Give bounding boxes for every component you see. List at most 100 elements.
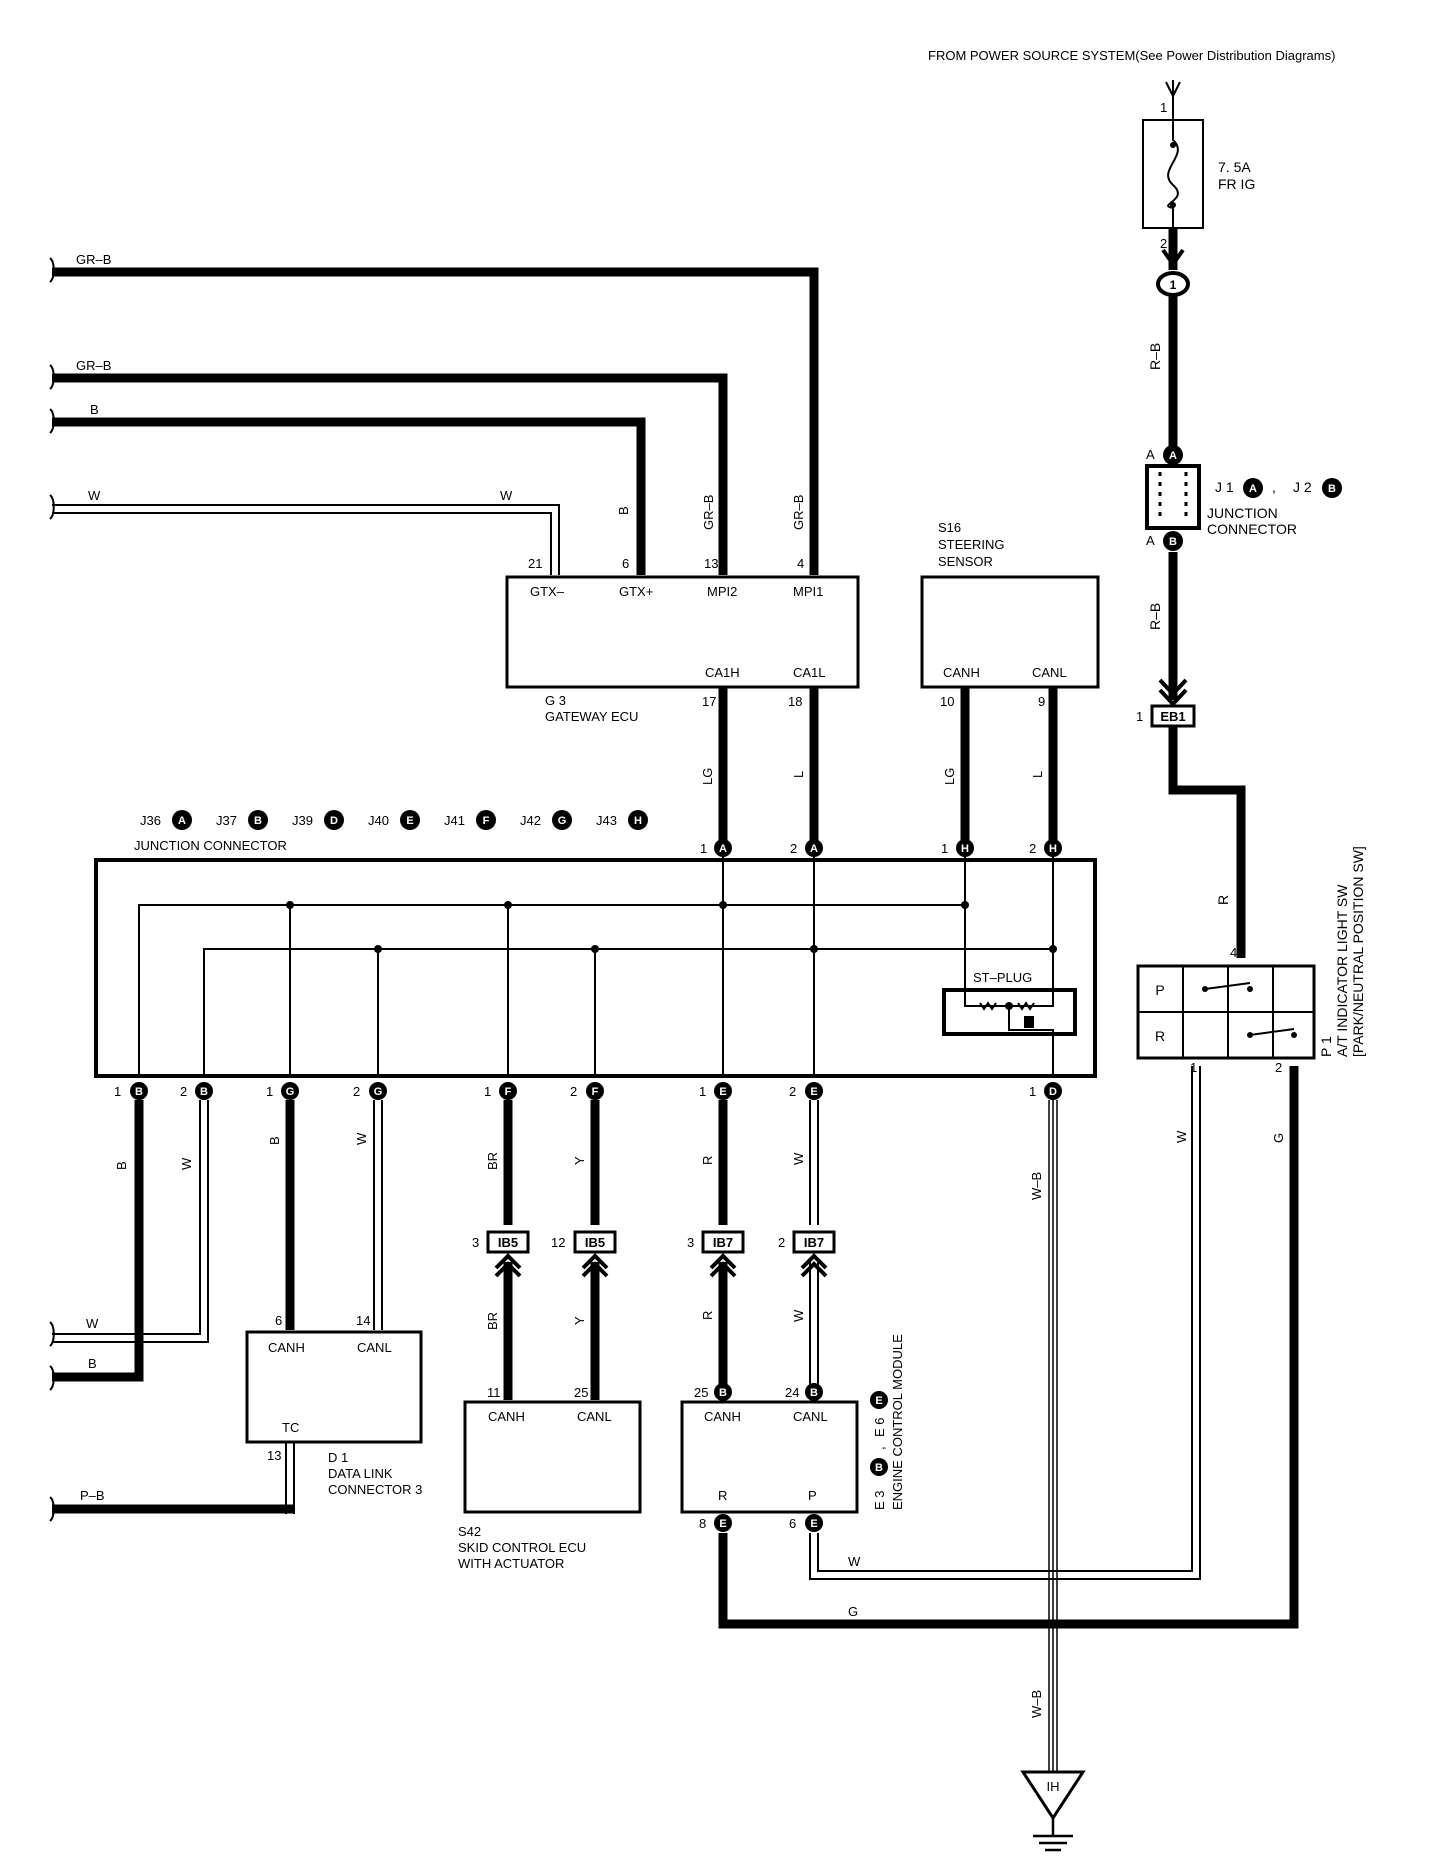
st-plug-capacitor-icon (1024, 1016, 1034, 1028)
j1-badge-bottom (1163, 531, 1183, 551)
jc-badge-e-text: E (406, 815, 413, 827)
jc-top-pin-2h-num: 2 (1029, 841, 1036, 856)
jc-bot-pin-1d-num: 1 (1029, 1084, 1036, 1099)
jc-top-pin-2a-badge: A (810, 843, 818, 855)
r-wire-to-pn (1168, 726, 1246, 958)
steering-pin-10: 10 (940, 694, 954, 709)
st-plug-label: ST–PLUG (973, 970, 1032, 985)
gr-b-wire-1 (52, 267, 819, 575)
ib5-a-box (486, 1230, 530, 1254)
dlc-code: D 1 (328, 1450, 348, 1465)
jc-top-pin-1a (714, 839, 732, 857)
dlc-name-line2: CONNECTOR 3 (328, 1482, 422, 1497)
fuse-terminal-bottom (1170, 202, 1176, 208)
jc-badge-e (400, 810, 420, 830)
gw-ca1h: CA1H (705, 665, 740, 680)
jc-label-j37: J37 (216, 813, 237, 828)
ib7-a-pin: 3 (687, 1235, 694, 1250)
gw-gtx-minus: GTX– (530, 584, 565, 599)
gateway-box (505, 575, 860, 689)
junction-j1-j2: A A A B J 1 A , J 2 B JUNCTION CONNECTOR (1145, 445, 1342, 551)
eb1-name: EB1 (1160, 709, 1185, 724)
ecm-pin-24-badge-text: B (810, 1387, 818, 1399)
j1-name-line1: JUNCTION (1207, 505, 1278, 521)
jc-node-4 (961, 901, 969, 909)
dlc-box (245, 1330, 423, 1444)
jc-bot-pin-2g-badge: G (374, 1086, 383, 1098)
r-b-label-upper: R–B (1147, 343, 1163, 370)
skid-box (463, 1400, 642, 1514)
gw-pin-4: 4 (797, 556, 804, 571)
jc-badge-g-text: G (558, 815, 567, 827)
p-b-wire-vert (285, 1442, 295, 1514)
steering-canl: CANL (1032, 665, 1067, 680)
ecm-pin-8: 8 (699, 1516, 706, 1531)
fuse-element-icon (1167, 120, 1179, 228)
jc-badge-g (552, 810, 572, 830)
dlc-pin-6: 6 (275, 1313, 282, 1328)
jc-top-pin-2a-num: 2 (790, 841, 797, 856)
steering-code: S16 (938, 520, 961, 535)
gr-b-wire-2 (52, 373, 728, 575)
r-label-pn: R (1215, 895, 1231, 905)
jc-badge-b (248, 810, 268, 830)
j1-label: J 1 (1215, 479, 1234, 495)
jc-bot-pin-1f (499, 1082, 517, 1100)
r-label-lower: R (700, 1311, 715, 1320)
jc-node-3 (719, 901, 727, 909)
jc-bot-pin-2b-badge: B (200, 1086, 208, 1098)
jc-badge-h (628, 810, 648, 830)
pn-r-switch-icon (1249, 1028, 1295, 1036)
gw-ca1l: CA1L (793, 665, 826, 680)
j1-pin-bottom-letter: A (1146, 533, 1155, 548)
ecm-name: ENGINE CONTROL MODULE (890, 1334, 905, 1510)
ecm-label-badge-b (870, 1458, 888, 1476)
ecm-pin-6-badge (805, 1514, 823, 1532)
g-label-vert: G (1271, 1133, 1286, 1143)
jc-bot-pin-1g-badge: G (286, 1086, 295, 1098)
jc-low-drops (377, 857, 815, 1076)
jc-node-6 (591, 945, 599, 953)
dlc-pin-13: 13 (267, 1448, 281, 1463)
steering-name-line2: SENSOR (938, 554, 993, 569)
jc-badge-b-text: B (254, 815, 262, 827)
fuse-rating: 7. 5A (1218, 159, 1251, 175)
j2-label-badge (1322, 478, 1342, 498)
ib5-b-box (573, 1230, 617, 1254)
jc-bot-pin-2f-num: 2 (570, 1084, 577, 1099)
j2-label: J 2 (1293, 479, 1312, 495)
gateway-ecu: 21 6 13 4 GTX– GTX+ MPI2 MPI1 CA1H CA1L … (505, 556, 860, 724)
pn-r-contact-2 (1291, 1032, 1297, 1038)
j1-label-badge-text: A (1249, 483, 1257, 495)
l-label-steering: L (1030, 771, 1045, 778)
ib5-b-name: IB5 (585, 1235, 605, 1250)
jc-node-7 (810, 945, 818, 953)
ecm-label-badge-b-text: B (875, 1462, 883, 1474)
jc-badge-a (172, 810, 192, 830)
j1-badge-top (1163, 445, 1183, 465)
jc-bot-pin-2b-num: 2 (180, 1084, 187, 1099)
w-wire-dlc (373, 1100, 383, 1330)
steering-canh: CANH (943, 665, 980, 680)
ecm-label-badge-e (870, 1391, 888, 1409)
gateway-code: G 3 (545, 693, 566, 708)
br-label-upper: BR (485, 1152, 500, 1170)
w-b-label-lower: W–B (1029, 1690, 1044, 1718)
ib5-a-name: IB5 (498, 1235, 518, 1250)
w-wire-pn (809, 1066, 1201, 1580)
wire-break-5-icon (49, 1321, 55, 1347)
skid-canh: CANH (488, 1409, 525, 1424)
w-wire-upper (809, 1100, 819, 1225)
ecm-pin-25-badge (714, 1383, 732, 1401)
pn-pin-top: 4 (1230, 945, 1237, 960)
gw-pin-13: 13 (704, 556, 718, 571)
fuse-terminal-top (1170, 142, 1176, 148)
dlc-canh: CANH (268, 1340, 305, 1355)
dlc: 6 14 CANH CANL TC 13 D 1 DATA LINK CONNE… (245, 1313, 423, 1497)
fuse-pin-in: 1 (1160, 100, 1167, 115)
j1-internal-dots (1158, 472, 1188, 522)
w-label-right: W (500, 488, 513, 503)
skid-code: S42 (458, 1524, 481, 1539)
pn-switch: 4 P R 1 2 P 1 A/T INDICATOR LIGHT SW [PA… (1136, 846, 1366, 1075)
jc-bot-pin-2g-num: 2 (353, 1084, 360, 1099)
